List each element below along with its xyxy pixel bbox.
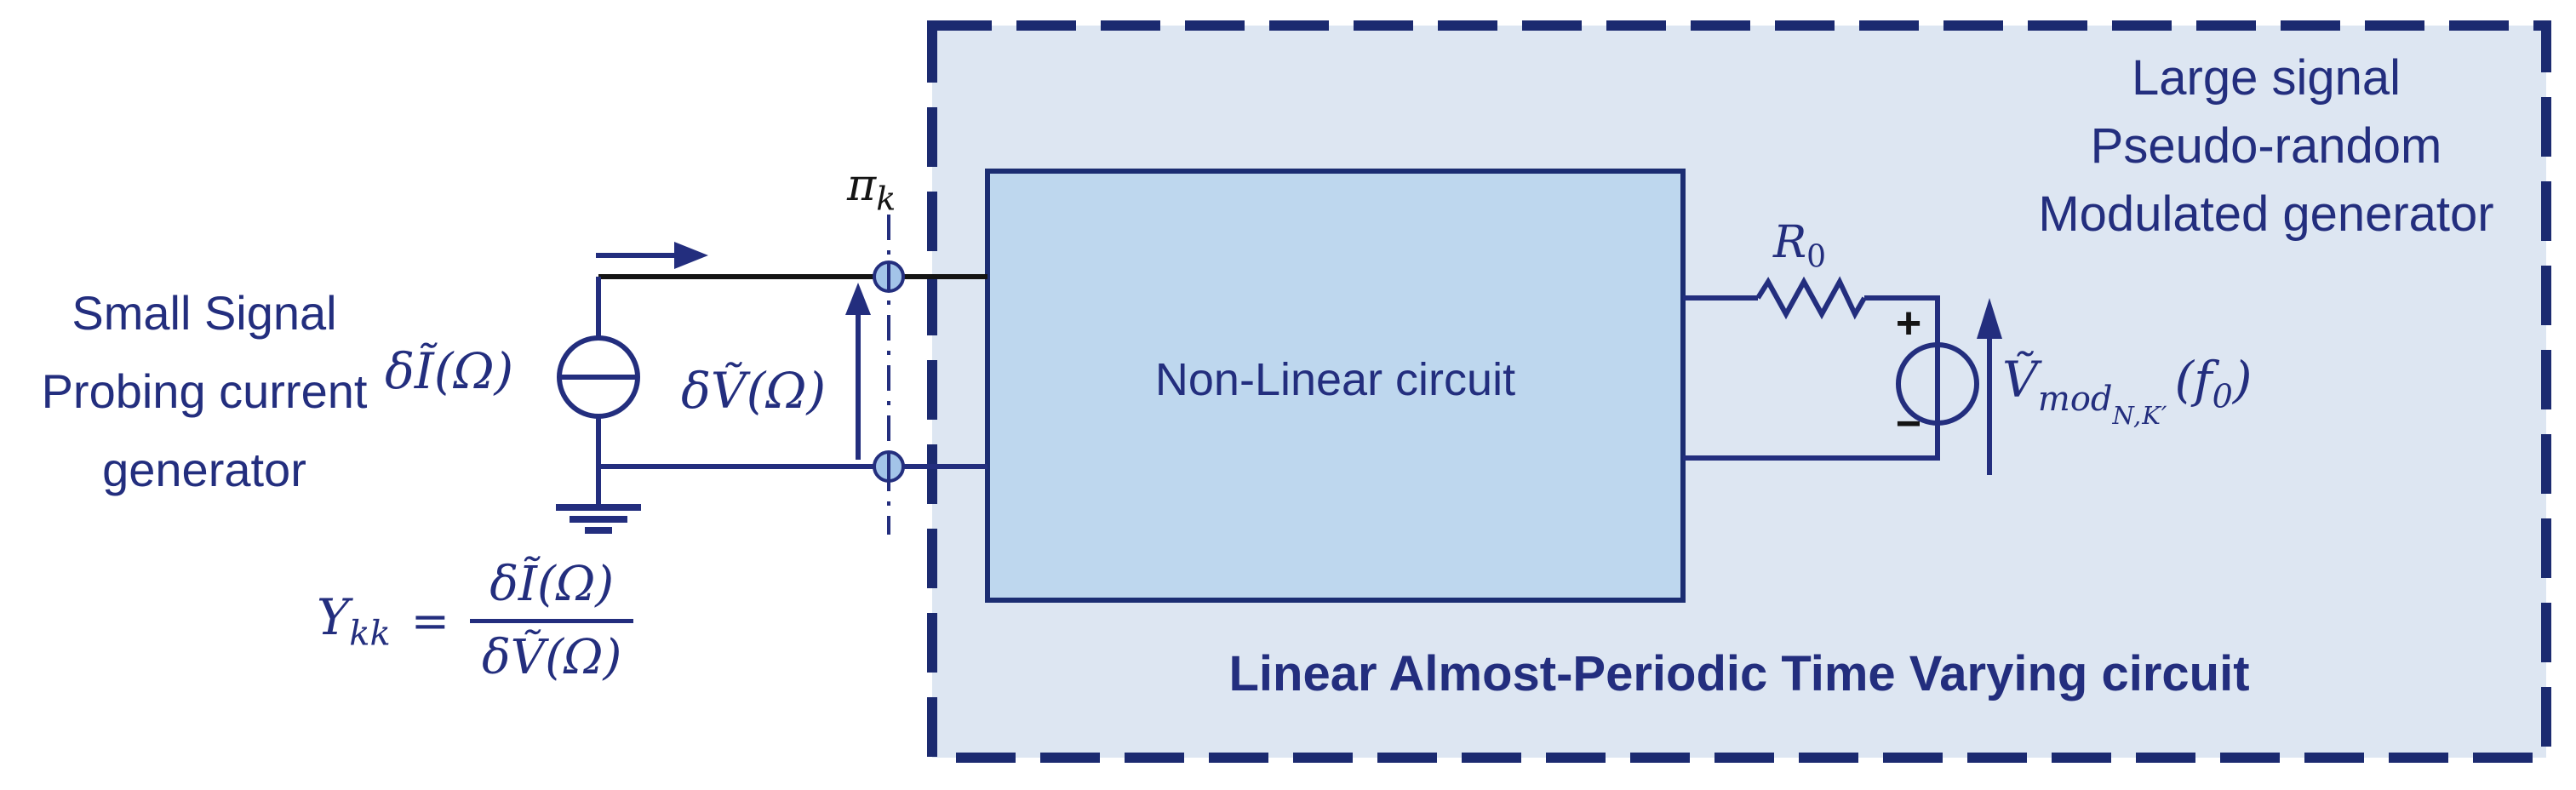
current-direction-arrow-icon [596,242,708,269]
r0-resistor [1755,276,1867,320]
fraction-denominator: δṼ(Ω) [482,630,622,685]
fraction-numerator: δĨ(Ω) [489,557,615,612]
output-wire-bottom [1683,423,1940,461]
vmod-symbol: Ṽ [2002,351,2038,409]
pi-symbol: π [847,160,877,211]
source-plus-sign: + [1895,299,1922,348]
pi-k-plane-label: πk [847,160,896,217]
laptv-caption: Linear Almost-Periodic Time Varying circ… [1228,646,2250,701]
vmod-subscript: mod [2037,380,2113,419]
equals-sign: = [410,594,450,648]
fraction-bar [470,619,634,623]
vmod-arrow-icon [1977,298,2002,475]
output-wire-to-source [1864,295,1940,345]
small-signal-caption: Small Signal Probing current generator [41,286,368,496]
probe-voltage-label: δṼ(Ω) [681,362,827,420]
large-signal-caption: Large signal Pseudo-random Modulated gen… [2038,50,2494,242]
vmod-arg-subscript: 0 [2212,377,2233,415]
vmod-arg-open: (f [2174,351,2212,409]
r0-label: R0 [1773,217,1826,274]
ground-icon [556,504,641,534]
source-minus-sign: − [1895,399,1922,449]
r0-subscript: 0 [1806,239,1827,275]
r0-symbol: R [1773,217,1807,268]
vmod-subsubscript: N,K′ [2112,401,2168,430]
fraction: δĨ(Ω) δṼ(Ω) [470,555,634,687]
ykk-formula: Ykk = δĨ(Ω) δṼ(Ω) [317,555,634,687]
probe-current-label: δĨ(Ω) [385,342,514,400]
vmod-label: ṼmodN,K′(f0) [2002,351,2252,430]
ykk-lhs: Ykk [317,588,391,654]
ykk-subscript: kk [349,614,391,654]
vmod-arg-close: ) [2232,351,2253,409]
pi-subscript: k [876,180,896,218]
nonlinear-box-title: Non-Linear circuit [1154,354,1516,405]
nonlinear-circuit-box [985,169,1686,603]
probe-voltage-arrow-icon [845,283,871,460]
ykk-symbol: Y [317,588,350,647]
